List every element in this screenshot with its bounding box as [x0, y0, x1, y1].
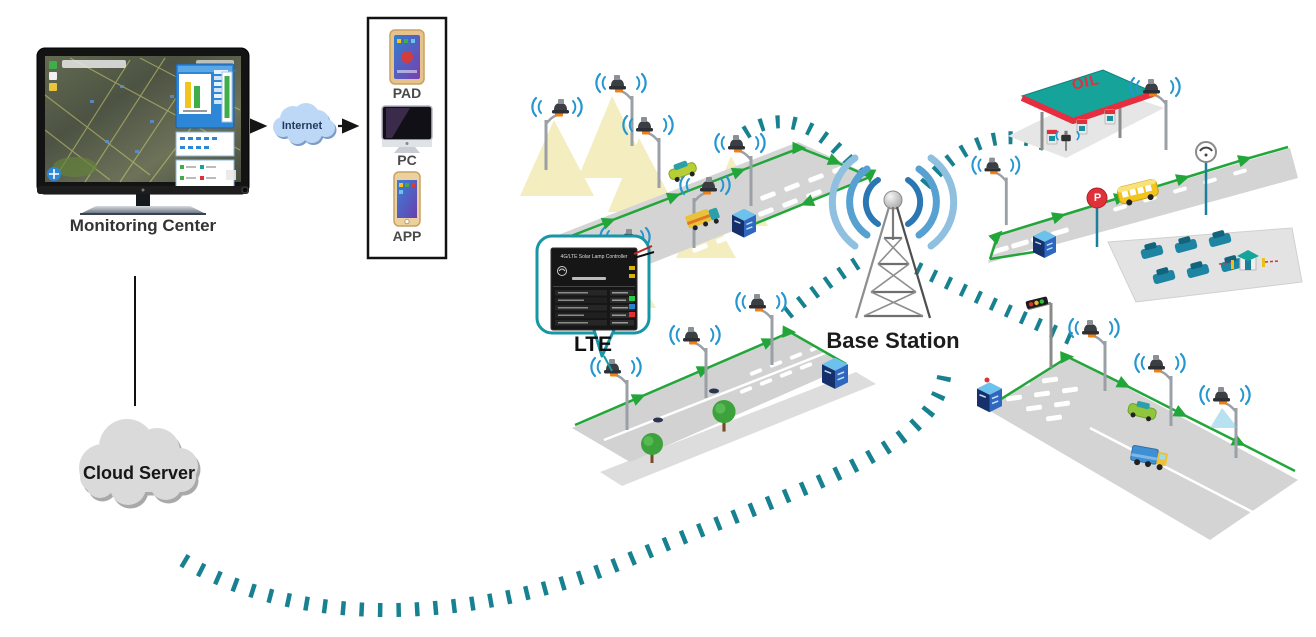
lte-label: LTE [573, 333, 613, 356]
control-cabinet-icon [731, 208, 757, 239]
pad-icon [389, 29, 425, 85]
gas-canopy [1020, 69, 1155, 150]
map-legend [175, 159, 235, 189]
lamp-beam [1210, 408, 1238, 428]
bus-icon [1116, 178, 1159, 206]
round-sign [1195, 141, 1217, 215]
power-line-green [544, 141, 877, 248]
wireless-link-arcs [179, 115, 1079, 618]
truck-icon [685, 207, 720, 231]
monitoring-center-label: Monitoring Center [69, 216, 217, 235]
led-blue [629, 304, 635, 309]
led-green [629, 296, 635, 301]
street-lamp-wifi-icon [971, 155, 1021, 227]
cloud-server-label: Cloud Server [82, 463, 196, 483]
tower-lattice [854, 206, 932, 319]
truck-icon [1130, 445, 1168, 471]
parking-sign [1086, 187, 1108, 247]
link-arc-cloud-to-base [179, 363, 953, 618]
monitoring-center-monitor [36, 47, 250, 215]
internet-cloud [249, 103, 360, 146]
control-cabinet-icon [1032, 229, 1057, 259]
sidewalk [600, 372, 876, 486]
control-cabinet-icon [976, 381, 1003, 413]
parking-booth [1218, 250, 1280, 271]
lte-callout: 4G/LTE Solar Lamp Controller [535, 234, 655, 372]
power-line-green [989, 351, 1296, 473]
internet-label: Internet [281, 120, 323, 132]
devices-panel [366, 16, 448, 260]
cctv-lamp-icon [1055, 130, 1080, 151]
lte-controller-device: 4G/LTE Solar Lamp Controller [550, 245, 655, 331]
link-arc-base-to-bottomleft [774, 257, 861, 326]
pc-label: PC [397, 152, 417, 168]
scene-road-bottomleft [572, 291, 876, 486]
control-cabinet-icon [821, 356, 849, 390]
map-tool-icon [49, 83, 57, 91]
device-title: 4G/LTE Solar Lamp Controller [561, 254, 628, 260]
monitor-stand [136, 194, 150, 206]
scene-gas-station [971, 69, 1303, 303]
parking-sign-label: P [1093, 192, 1102, 204]
cloud-server-icon [79, 419, 201, 509]
pc-icon [381, 105, 433, 153]
power-line-green [574, 325, 847, 427]
phone-icon [393, 171, 421, 227]
status-panel [175, 63, 235, 189]
link-arc-base-to-gas [920, 131, 1051, 190]
pad-label: PAD [392, 85, 422, 101]
map-search-bar [62, 60, 126, 68]
base-station-label: Base Station [826, 328, 960, 353]
app-label: APP [392, 228, 422, 244]
map-tool-icon [49, 72, 57, 80]
base-station-icon [828, 154, 958, 319]
radio-waves-icon [828, 154, 958, 250]
map-tool-icon [49, 61, 57, 69]
road-sensor [709, 388, 719, 394]
led-red [629, 312, 635, 317]
car-icon [1127, 401, 1157, 422]
car-icon [668, 160, 697, 182]
traffic-light-icon [1025, 296, 1053, 368]
scene-road-bottomright [976, 296, 1298, 540]
cloud-icon [273, 103, 337, 146]
road-sensor [653, 417, 663, 423]
